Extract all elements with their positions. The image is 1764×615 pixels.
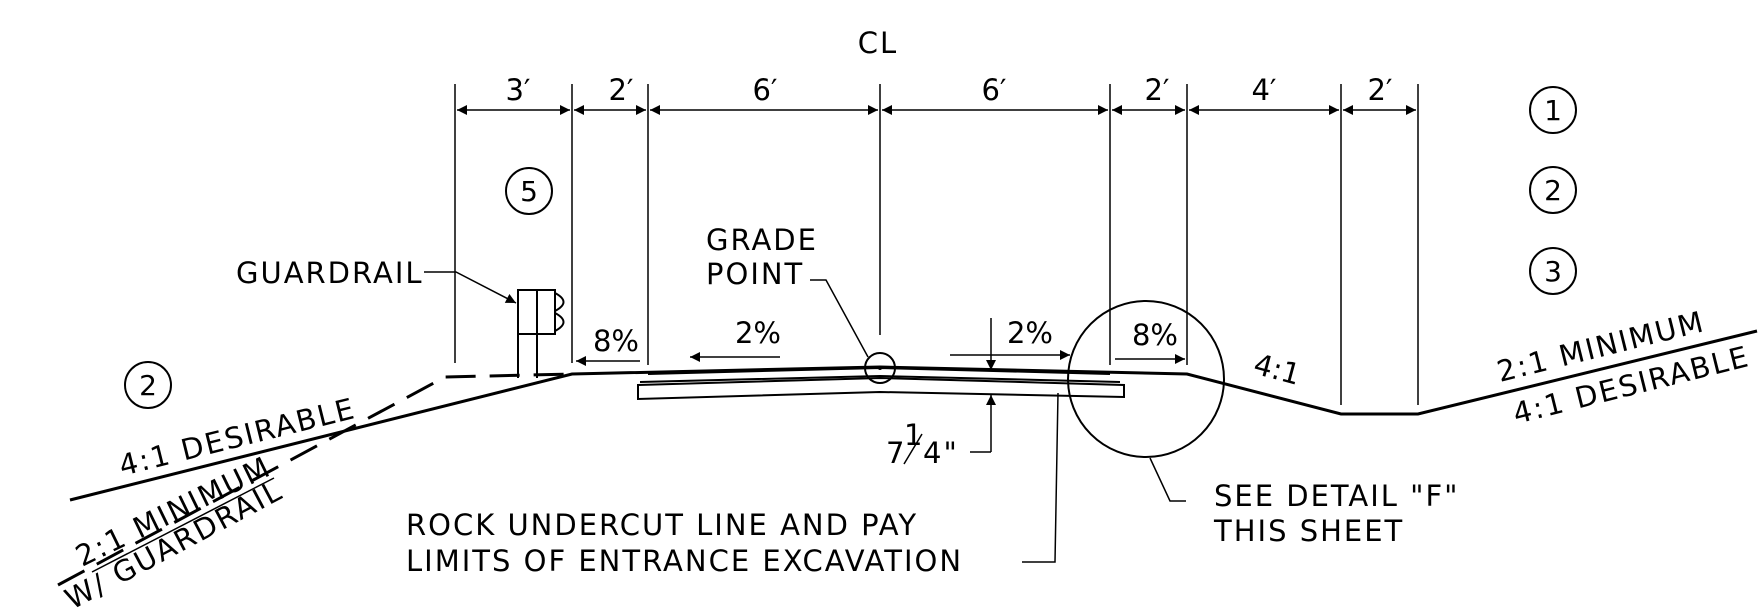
dim-guardrail-offset: 3′ bbox=[505, 73, 530, 107]
centerline-symbol: CL bbox=[858, 26, 898, 60]
rock-undercut-label-1: ROCK UNDERCUT LINE AND PAY bbox=[406, 508, 918, 542]
depth-dimension bbox=[970, 318, 996, 453]
callout-right-2: 2 bbox=[1529, 166, 1577, 214]
roadway-profile bbox=[57, 329, 1758, 587]
grade-point-label-1: GRADE bbox=[706, 223, 818, 257]
minimum-underline bbox=[91, 477, 275, 573]
callout-right-1: 1 bbox=[1529, 86, 1577, 134]
svg-text:1: 1 bbox=[904, 418, 924, 452]
dim-ditch-bottom: 2′ bbox=[1367, 73, 1392, 107]
svg-text:1: 1 bbox=[1544, 94, 1562, 127]
svg-text:7: 7 bbox=[886, 436, 906, 470]
guardrail-label: GUARDRAIL bbox=[236, 256, 424, 290]
slope-arrows bbox=[576, 350, 1185, 366]
grade-point-label-2: POINT bbox=[706, 257, 804, 291]
dim-left-lane: 6′ bbox=[752, 73, 777, 107]
dim-foreslope: 4′ bbox=[1251, 73, 1276, 107]
slope-right-shoulder: 8% bbox=[1132, 318, 1178, 352]
leader-lines bbox=[424, 271, 1186, 563]
svg-text:4": 4" bbox=[923, 436, 959, 470]
see-detail-label-1: SEE DETAIL "F" bbox=[1214, 479, 1460, 513]
svg-text:2: 2 bbox=[139, 369, 157, 402]
svg-text:3: 3 bbox=[1544, 255, 1562, 288]
callout-left-slope-2: 2 bbox=[124, 361, 172, 409]
dim-right-lane: 6′ bbox=[981, 73, 1006, 107]
slope-foreslope: 4:1 bbox=[1250, 347, 1304, 392]
svg-text:2: 2 bbox=[1544, 174, 1562, 207]
see-detail-label-2: THIS SHEET bbox=[1213, 514, 1404, 548]
guardrail-post-icon bbox=[517, 289, 565, 378]
dim-right-shoulder: 2′ bbox=[1144, 73, 1169, 107]
grade-point-marker bbox=[864, 352, 896, 384]
slope-right-travel: 2% bbox=[1007, 316, 1053, 350]
detail-f-circle bbox=[1067, 300, 1225, 458]
rock-undercut-label-2: LIMITS OF ENTRANCE EXCAVATION bbox=[406, 544, 963, 578]
dimension-labels: 3′ 2′ 6′ 6′ 2′ 4′ 2′ bbox=[505, 73, 1392, 107]
callout-right-3: 3 bbox=[1529, 247, 1577, 295]
slope-left-shoulder: 8% bbox=[593, 324, 639, 358]
svg-text:5: 5 bbox=[520, 175, 538, 208]
extension-lines bbox=[454, 84, 1419, 405]
slope-left-travel: 2% bbox=[735, 316, 781, 350]
pavement-depth-label: 7 1 4" bbox=[886, 418, 959, 470]
callout-guardrail-5: 5 bbox=[505, 167, 553, 215]
dim-left-shoulder: 2′ bbox=[608, 73, 633, 107]
